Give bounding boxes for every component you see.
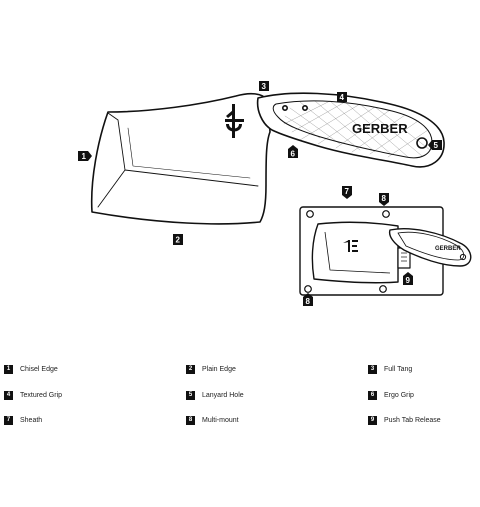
callout-6: 6 <box>288 145 298 159</box>
callout-8b: 8 <box>303 293 313 306</box>
legend-label: Textured Grip <box>20 391 63 399</box>
callout-marker <box>428 140 442 150</box>
rivet <box>301 105 308 112</box>
legend-badge: 4 <box>4 390 13 400</box>
mount-hole <box>304 285 312 293</box>
legend-label: Sheath <box>20 416 43 424</box>
callout-marker <box>379 193 389 206</box>
legend-label: Chisel Edge <box>20 365 58 373</box>
mount-hole <box>382 210 390 218</box>
callout-2: 2 <box>173 234 183 245</box>
legend-label: Lanyard Hole <box>202 391 244 399</box>
feature-legend: 1 Chisel Edge 2 Plain Edge 3 Full Tang 4… <box>0 358 480 438</box>
legend-badge: 3 <box>368 364 377 374</box>
legend-badge: 6 <box>368 390 377 400</box>
callout-1: 1 <box>78 151 92 161</box>
product-diagram: GERBER GERBER 1 2 3 <box>78 81 472 306</box>
chisel-edge-bevel <box>97 112 259 208</box>
sheath-logo-icon <box>343 240 358 252</box>
legend-badge: 7 <box>4 415 13 425</box>
rivet <box>281 105 288 112</box>
legend-badge: 1 <box>4 364 13 374</box>
legend-label: Full Tang <box>384 365 413 373</box>
legend-item: 7 Sheath <box>4 414 42 426</box>
legend-item: 6 Ergo Grip <box>368 389 414 401</box>
callout-7: 7 <box>342 186 352 199</box>
cleaver-blade <box>90 92 271 225</box>
textured-grip <box>272 100 433 159</box>
legend-badge: 2 <box>186 364 195 374</box>
svg-text:8: 8 <box>382 194 387 203</box>
legend-item: 4 Textured Grip <box>4 389 62 401</box>
svg-text:4: 4 <box>340 93 345 102</box>
callout-9: 9 <box>403 272 413 285</box>
callout-marker <box>288 145 298 158</box>
cleaver-handle <box>256 92 445 168</box>
legend-item: 3 Full Tang <box>368 363 412 375</box>
legend-label: Ergo Grip <box>384 391 414 399</box>
brand-text: GERBER <box>352 121 408 136</box>
legend-badge: 9 <box>368 415 377 425</box>
legend-badge: 5 <box>186 390 195 400</box>
legend-item: 8 Multi-mount <box>186 414 239 426</box>
svg-text:8: 8 <box>306 297 311 306</box>
legend-label: Push Tab Release <box>384 416 441 424</box>
legend-item: 5 Lanyard Hole <box>186 389 244 401</box>
svg-text:2: 2 <box>176 236 181 245</box>
callout-5: 5 <box>428 140 442 150</box>
svg-text:6: 6 <box>291 150 296 159</box>
legend-label: Multi-mount <box>202 416 239 424</box>
lanyard-hole <box>416 137 428 149</box>
legend-item: 9 Push Tab Release <box>368 414 441 426</box>
callout-marker <box>259 81 269 91</box>
svg-text:1: 1 <box>82 152 87 161</box>
callout-marker <box>78 151 92 161</box>
svg-text:3: 3 <box>262 82 267 91</box>
svg-text:5: 5 <box>434 141 439 150</box>
callout-marker <box>403 272 413 285</box>
sheath-brand-text: GERBER <box>435 246 461 252</box>
callout-marker <box>303 293 313 306</box>
legend-label: Plain Edge <box>202 365 236 373</box>
callout-marker <box>173 234 183 245</box>
callout-marker <box>342 186 352 199</box>
gerber-logo-icon <box>225 104 244 138</box>
callout-marker <box>337 92 347 102</box>
mount-hole <box>306 210 314 218</box>
callout-3: 3 <box>259 81 269 91</box>
callout-4: 4 <box>337 92 347 102</box>
sheathed-handle <box>388 228 472 267</box>
mount-hole <box>379 285 387 293</box>
svg-text:9: 9 <box>406 276 411 285</box>
legend-item: 2 Plain Edge <box>186 363 236 375</box>
callout-8a: 8 <box>379 193 389 206</box>
legend-item: 1 Chisel Edge <box>4 363 58 375</box>
sheath-body <box>311 221 399 284</box>
legend-badge: 8 <box>186 415 195 425</box>
cleaver-illustration <box>90 92 445 225</box>
svg-text:7: 7 <box>345 187 350 196</box>
